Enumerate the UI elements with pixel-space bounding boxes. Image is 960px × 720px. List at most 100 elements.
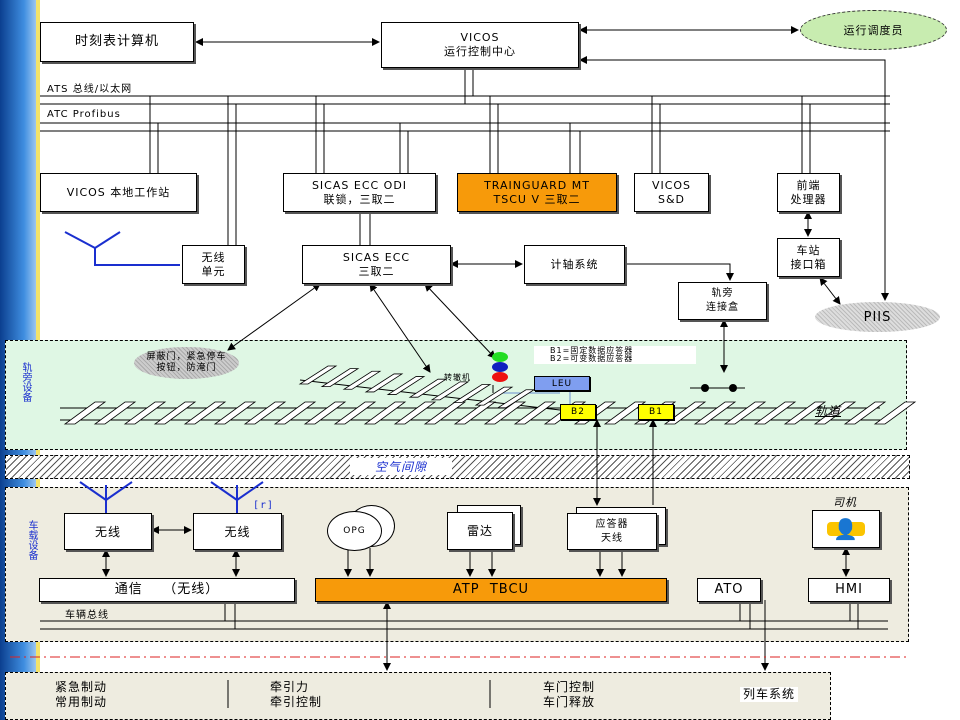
axle-counter-label: 计轴系统 — [550, 257, 599, 271]
track-sleeper — [393, 401, 437, 425]
antenna-label: 应答器 — [595, 518, 629, 530]
b1-label: B1 — [649, 407, 663, 417]
timetable-computer-box[interactable]: 时刻表计算机 — [40, 22, 194, 62]
turnout-sleeper — [452, 384, 492, 403]
air-gap-region — [5, 455, 910, 479]
communication-box[interactable]: 通信 （无线） — [39, 578, 295, 602]
ats-bus-label: ATS 总线/以太网 — [47, 84, 133, 95]
braking-column: 紧急制动常用制动 — [55, 680, 107, 710]
ato-box[interactable]: ATO — [697, 578, 761, 602]
vicos-local-label: VICOS 本地工作站 — [66, 185, 171, 199]
vicos-occ-sub: 运行控制中心 — [444, 45, 516, 58]
track-sleeper — [63, 401, 107, 425]
track-sleeper — [603, 401, 647, 425]
track-sleeper — [783, 401, 827, 425]
hmi-box[interactable]: HMI — [808, 578, 890, 602]
vicos-sd-label: VICOS — [651, 178, 692, 192]
piis-ellipse[interactable]: PIIS — [815, 302, 940, 332]
radio2-label: 无线 — [224, 524, 251, 539]
track-sleeper — [423, 401, 467, 425]
track-sleeper — [183, 401, 227, 425]
sicas-ecc-sub: 三取二 — [358, 264, 395, 278]
balise-b1[interactable]: B1 — [638, 404, 674, 420]
trackside-box-label: 轨旁 — [711, 288, 734, 299]
opg-sensor[interactable]: OPG — [327, 511, 382, 551]
radar-box[interactable]: 雷达 — [447, 512, 513, 550]
signal-red-light — [492, 372, 508, 382]
radio-box-2[interactable]: 无线 — [193, 513, 282, 550]
atp-label: ATP TBCU — [452, 582, 530, 597]
turnout-sleeper — [474, 386, 514, 406]
trainguard-sub: TSCU V 三取二 — [493, 192, 581, 206]
vicos-occ-label: VICOS — [460, 31, 500, 44]
axle-counter-box[interactable]: 计轴系统 — [524, 245, 625, 284]
track-sleeper — [873, 401, 917, 425]
track-sleeper — [333, 401, 377, 425]
legend-b1: B1=固定数据应答器 — [550, 346, 634, 355]
radio-unit-label: 无线 — [201, 250, 226, 264]
balise-b2[interactable]: B2 — [560, 404, 596, 420]
piis-label: PIIS — [863, 309, 892, 325]
balise-antenna-box[interactable]: 应答器天线 — [567, 513, 657, 550]
track-sleeper — [753, 401, 797, 425]
turnout-sleeper — [364, 373, 404, 393]
trainguard-label: TRAINGUARD MT — [484, 178, 590, 192]
traction-force: 牵引力 — [270, 680, 310, 694]
antenna-sub: 天线 — [601, 532, 623, 544]
track-sleeper — [663, 401, 707, 425]
track-sleeper — [303, 401, 347, 425]
driver-label: 司机 — [833, 496, 857, 509]
door-control: 车门控制 — [543, 680, 596, 694]
door-release: 车门释放 — [543, 695, 596, 709]
vicos-local-box[interactable]: VICOS 本地工作站 — [40, 173, 197, 212]
station-interface-sub: 接口箱 — [790, 257, 827, 271]
radio-unit-sub: 单元 — [201, 264, 226, 278]
radio-box-1[interactable]: 无线 — [64, 513, 152, 550]
signal-blue-light — [492, 362, 508, 372]
opg-label: OPG — [343, 526, 366, 536]
station-interface-box[interactable]: 车站接口箱 — [777, 238, 840, 277]
air-gap-label: 空气间隙 — [350, 458, 453, 475]
track-node-icon — [729, 384, 737, 392]
track-sleeper — [693, 401, 737, 425]
atp-tbcu-box[interactable]: ATP TBCU — [315, 578, 667, 602]
radio-unit-box[interactable]: 无线单元 — [182, 245, 245, 284]
traction-control: 牵引控制 — [270, 695, 323, 709]
turnout-sleeper — [298, 365, 338, 385]
frontend-processor-box[interactable]: 前端处理器 — [777, 173, 840, 212]
train-systems-region — [5, 672, 831, 720]
psd-sub: 按钮，防淹门 — [156, 363, 217, 373]
trackside-connection-box[interactable]: 轨旁连接盒 — [678, 282, 767, 320]
track-sleeper — [843, 401, 887, 425]
trackside-region-label: 轨旁设备 — [20, 362, 31, 402]
leu-box[interactable]: LEU — [534, 376, 590, 391]
track-sleeper — [363, 401, 407, 425]
track-sleepers — [63, 365, 917, 425]
r-tag: [r] — [253, 500, 275, 511]
track-sleeper — [213, 401, 257, 425]
dispatcher-label: 运行调度员 — [843, 24, 904, 37]
track-sleeper — [453, 401, 497, 425]
dispatcher-ellipse[interactable]: 运行调度员 — [800, 10, 947, 50]
ato-label: ATO — [714, 582, 744, 597]
point-machine-label: 转辙机 — [444, 373, 471, 382]
station-interface-label: 车站 — [796, 243, 821, 257]
psd-ellipse[interactable]: 屏蔽门，紧急停车按钮，防淹门 — [134, 347, 239, 379]
signal-green-light — [492, 352, 508, 362]
track-label: 轨道 — [815, 404, 842, 418]
hmi-label: HMI — [835, 582, 863, 597]
traction-column: 牵引力牵引控制 — [270, 680, 322, 710]
b2-label: B2 — [571, 407, 585, 417]
trackside-box-sub: 连接盒 — [706, 302, 739, 313]
vicos-sd-sub: S&D — [657, 192, 686, 206]
track-sleeper — [483, 401, 527, 425]
comm-label: 通信 （无线） — [114, 582, 220, 597]
turnout-sleeper — [342, 370, 382, 390]
track-sleeper — [513, 401, 557, 425]
